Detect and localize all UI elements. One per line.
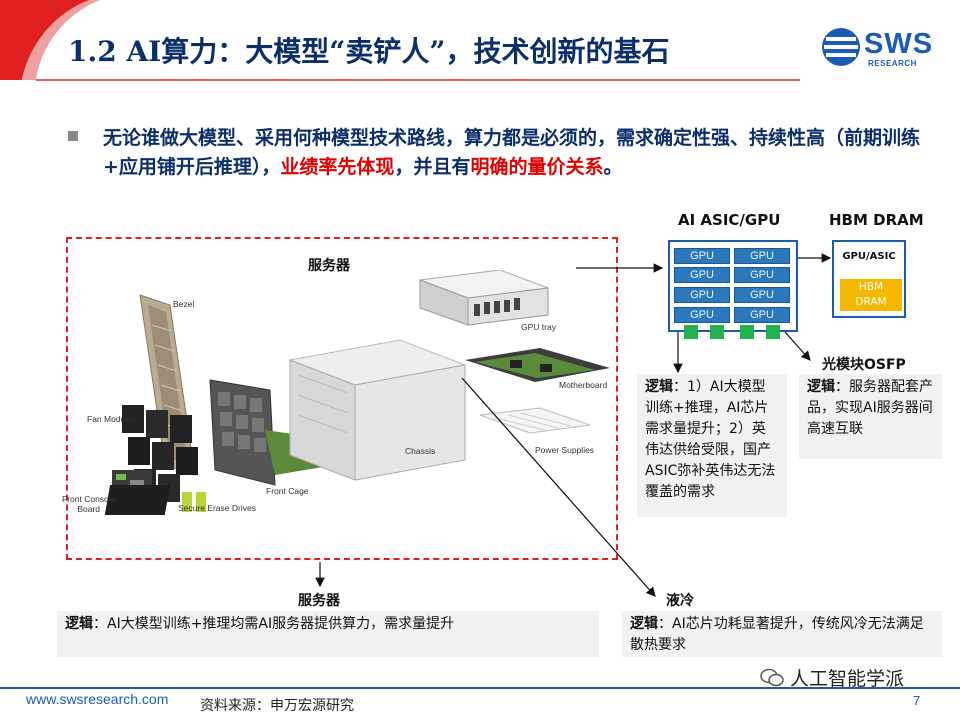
- page-title: 1.2 AI算力：大模型“卖铲人”，技术创新的基石: [68, 35, 670, 68]
- page-number: 7: [913, 693, 921, 708]
- watermark: 人工智能学派: [760, 664, 904, 691]
- note-server-body: ：AI大模型训练+推理均需AI服务器提供算力，需求量提升: [93, 616, 455, 632]
- logo-subtext: RESEARCH: [868, 59, 917, 68]
- part-label-secure-erase-drives: Secure Erase Drives: [178, 503, 256, 513]
- part-label-front-cage: Front Cage: [266, 486, 309, 496]
- optical-port-icon: [684, 325, 698, 339]
- gpu-cell: GPU: [674, 248, 730, 264]
- hbm-title: HBM DRAM: [829, 211, 924, 229]
- bullet-text-highlight1: 业绩率先体现: [280, 156, 395, 178]
- bullet-square-icon: [68, 131, 78, 141]
- server-label-bottom: 服务器: [298, 593, 340, 609]
- bullet-text-part3: ，并且有: [394, 156, 471, 178]
- hbm-dram-chip: HBM DRAM: [840, 279, 902, 311]
- note-server-head: 逻辑: [65, 616, 93, 632]
- part-label-chassis: Chassis: [405, 446, 436, 456]
- part-label-front-console-board: Front Console Board: [62, 494, 116, 514]
- motherboard-shape: [465, 348, 610, 382]
- cooling-label: 液冷: [666, 593, 694, 609]
- logo-text: SWS: [864, 28, 934, 60]
- part-label-motherboard: Motherboard: [559, 380, 608, 390]
- wechat-icon: [760, 668, 784, 687]
- optical-port-icon: [710, 325, 724, 339]
- optical-module-label: 光模块OSFP: [822, 357, 906, 373]
- note-optical-head: 逻辑: [807, 379, 835, 395]
- secure-erase-drives-shape: [104, 485, 206, 515]
- footer-rule: [0, 687, 960, 689]
- bullet-text-part5: 。: [603, 156, 623, 178]
- gpu-cell: GPU: [674, 287, 730, 303]
- optical-port-icon: [766, 325, 780, 339]
- server-frame: [66, 237, 618, 560]
- gpu-cell: GPU: [674, 267, 730, 283]
- gpu-tray-shape: [419, 270, 549, 326]
- asic-title: AI ASIC/GPU: [678, 211, 781, 229]
- gpu-cell: GPU: [734, 307, 790, 323]
- part-label-gpu-tray: GPU tray: [521, 322, 556, 332]
- part-label-power-supplies: Power Supplies: [535, 445, 595, 455]
- power-supplies-shape: [479, 407, 591, 434]
- bullet-text: 无论谁做大模型、采用何种模型技术路线，算力都是必须的，需求确定性强、持续性高（前…: [103, 124, 923, 182]
- server-label-top: 服务器: [308, 258, 350, 274]
- gpu-cell: GPU: [734, 287, 790, 303]
- server-illustration: [104, 270, 610, 515]
- footer-source: 资料来源：申万宏源研究: [200, 698, 354, 714]
- gpu-cell: GPU: [674, 307, 730, 323]
- note-asic-body: ：1）AI大模型训练+推理，AI芯片需求量提升；2）英伟达供给受限，国产ASIC…: [645, 379, 776, 500]
- gpu-cell: GPU: [734, 248, 790, 264]
- note-optical-body: ：服务器配套产品，实现AI服务器间高速互联: [807, 379, 933, 437]
- sws-logo: SWS RESEARCH: [820, 26, 940, 70]
- gpu-cell: GPU: [734, 267, 790, 283]
- footer-url-link[interactable]: www.swsresearch.com: [26, 691, 169, 707]
- note-asic-head: 逻辑: [645, 379, 673, 395]
- note-server-logic: 逻辑：AI大模型训练+推理均需AI服务器提供算力，需求量提升: [57, 611, 599, 657]
- note-optical-logic: 逻辑：服务器配套产品，实现AI服务器间高速互联: [799, 374, 942, 459]
- chassis-shape: [288, 339, 467, 481]
- note-asic-logic: 逻辑：1）AI大模型训练+推理，AI芯片需求量提升；2）英伟达供给受限，国产AS…: [637, 374, 787, 517]
- title-swoosh: [0, 0, 800, 81]
- watermark-text: 人工智能学派: [790, 668, 905, 690]
- part-label-bezel: Bezel: [173, 299, 195, 309]
- optical-port-icon: [740, 325, 754, 339]
- bullet-text-part1: 无论谁做大模型、采用何种模型技术路线，算力都是必须的，需求确定性强、持续性高（前…: [103, 127, 921, 178]
- note-cooling-logic: 逻辑：AI芯片功耗显著提升，传统风冷无法满足散热要求: [622, 611, 942, 657]
- note-cooling-head: 逻辑: [630, 616, 658, 632]
- hbm-gpu-asic-label: GPU/ASIC: [842, 251, 896, 262]
- sws-globe-icon: [822, 28, 860, 66]
- note-cooling-body: ：AI芯片功耗显著提升，传统风冷无法满足散热要求: [630, 616, 924, 653]
- bullet-text-highlight2: 明确的量价关系: [470, 156, 604, 178]
- part-label-fan-modules: Fan Modules: [87, 414, 137, 424]
